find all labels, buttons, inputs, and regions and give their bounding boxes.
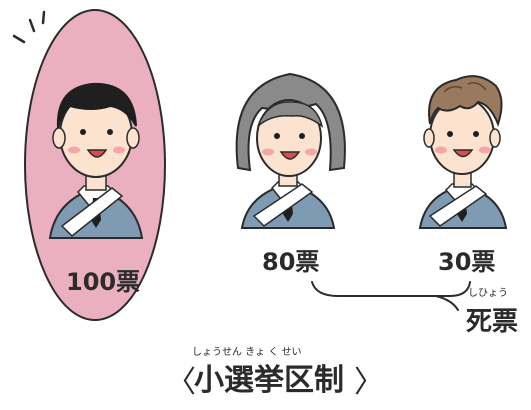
emphasis-marks <box>12 10 46 44</box>
dead-votes-ruby: しひょう <box>468 287 508 299</box>
hair <box>56 82 137 129</box>
candidate-3-votes: 30票 <box>438 248 495 276</box>
candidate-1-votes: 100票 <box>66 268 140 296</box>
title-bracket-right: 〉 <box>354 365 384 400</box>
title-bracket-left: 〈 <box>166 365 196 400</box>
dead-votes-bracket <box>311 281 471 311</box>
sash <box>60 187 124 238</box>
candidate-2-votes: 80票 <box>262 248 319 276</box>
candidate-1 <box>48 82 144 239</box>
sash <box>252 183 314 227</box>
candidate-3 <box>418 75 508 229</box>
title-ruby: しょうせん きょ く せい <box>192 346 302 358</box>
sash <box>428 185 488 227</box>
face <box>256 99 322 177</box>
candidate-2 <box>235 72 346 229</box>
dead-votes-label: 死票 <box>466 307 518 337</box>
hair <box>235 72 346 172</box>
title-text: 小選挙区制 <box>194 363 344 398</box>
